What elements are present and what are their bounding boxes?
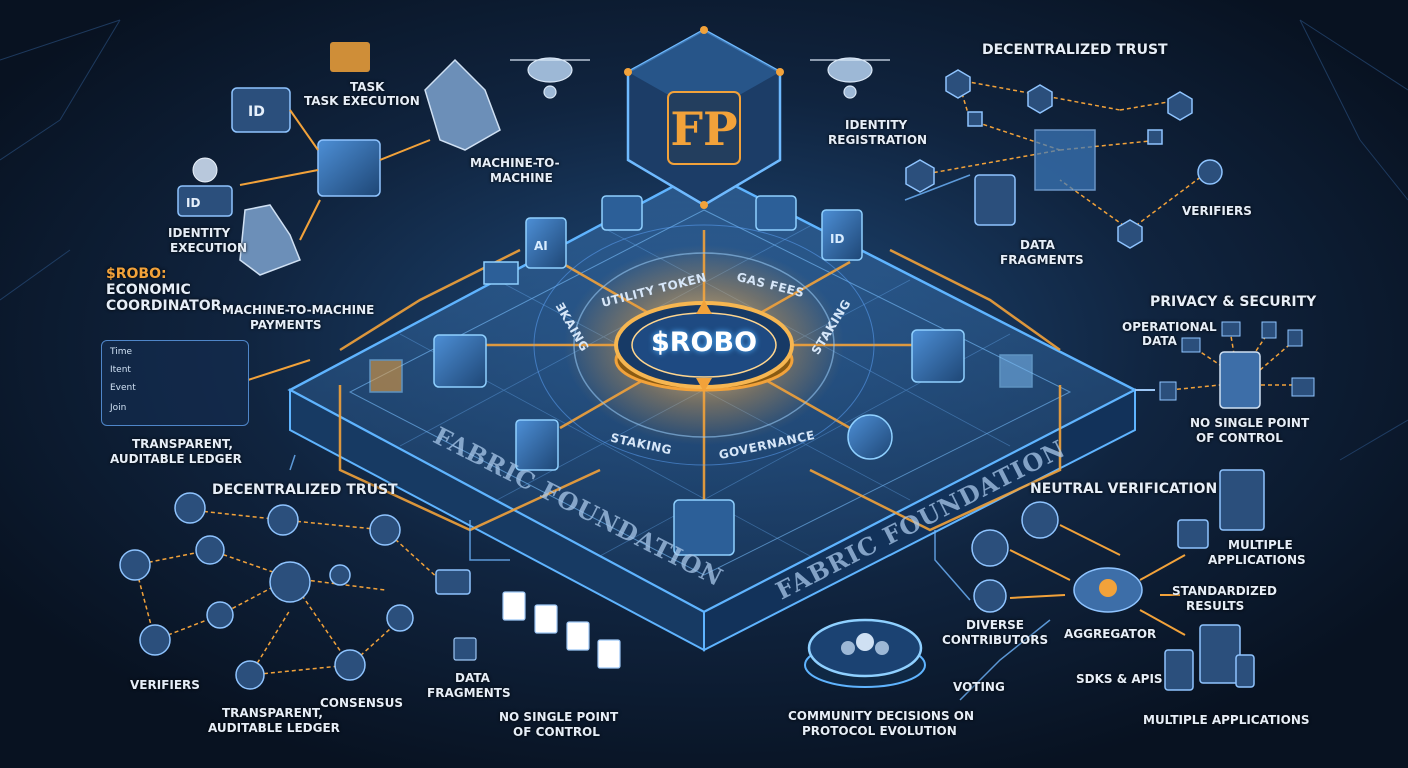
multiple-apps-line2: APPLICATIONS — [1208, 553, 1306, 567]
top-right-verifiers: VERIFIERS — [1182, 204, 1252, 218]
svg-text:AI: AI — [534, 239, 548, 253]
privacy-security-title: PRIVACY & SECURITY — [1150, 294, 1316, 311]
identity-registration-line2: REGISTRATION — [828, 133, 927, 147]
diverse-contributors-line2: CONTRIBUTORS — [942, 633, 1048, 647]
ledger-row-join: Join — [110, 403, 126, 413]
bottom-left-no-single-line2: OF CONTROL — [513, 725, 600, 739]
community-decisions-line1: COMMUNITY DECISIONS ON — [788, 709, 974, 723]
svg-text:ID: ID — [186, 196, 200, 210]
voting-label: VOTING — [953, 680, 1005, 694]
multiple-apps-line1: MULTIPLE — [1228, 538, 1293, 552]
top-right-data-line2: FRAGMENTS — [1000, 253, 1084, 267]
community-decisions-line2: PROTOCOL EVOLUTION — [802, 724, 957, 738]
ledger-row-time: Time — [110, 347, 132, 357]
bottom-left-data-line2: FRAGMENTS — [427, 686, 511, 700]
bottom-left-no-single-line1: NO SINGLE POINT — [499, 710, 618, 724]
ledger-row-event: Event — [110, 383, 136, 393]
top-right-data-line1: DATA — [1020, 238, 1055, 252]
svg-text:ID: ID — [830, 232, 844, 246]
diverse-contributors-line1: DIVERSE — [966, 618, 1024, 632]
m2m-payments-line2: PAYMENTS — [250, 318, 322, 332]
bottom-left-consensus: CONSENSUS — [320, 696, 403, 710]
svg-text:FP: FP — [670, 102, 737, 156]
ledger-caption-line2: AUDITABLE LEDGER — [110, 452, 242, 466]
operational-data-line2: DATA — [1142, 334, 1177, 348]
m2m-payments-line1: MACHINE-TO-MACHINE — [222, 303, 374, 317]
neutral-verification-title: NEUTRAL VERIFICATION — [1030, 481, 1217, 498]
standardized-results-line1: STANDARDIZED — [1172, 584, 1277, 598]
operational-data-line1: OPERATIONAL — [1122, 320, 1217, 334]
top-right-no-single-line1: NO SINGLE POINT — [1190, 416, 1309, 430]
bottom-left-ledger-line1: TRANSPARENT, — [222, 706, 323, 720]
identity-registration-line1: IDENTITY — [845, 118, 907, 132]
sdks-apis-label: SDKS & APIS — [1076, 672, 1163, 686]
bottom-left-title: DECENTRALIZED TRUST — [212, 482, 398, 499]
top-right-no-single-line2: OF CONTROL — [1196, 431, 1283, 445]
robo-coordinator-line2: ECONOMIC — [106, 282, 191, 299]
bottom-left-data-line1: DATA — [455, 671, 490, 685]
m2m-label-line2: MACHINE — [490, 171, 553, 185]
task-label-line1: TASK — [350, 80, 384, 94]
ledger-panel: Time Itent Event Join — [101, 340, 249, 426]
robo-coordinator-line1: $ROBO: — [106, 266, 167, 283]
aggregator-label: AGGREGATOR — [1064, 627, 1156, 641]
bottom-left-verifiers: VERIFIERS — [130, 678, 200, 692]
bottom-left-ledger-line2: AUDITABLE LEDGER — [208, 721, 340, 735]
voting-disc — [805, 620, 925, 687]
m2m-label-line1: MACHINE-TO- — [470, 156, 560, 170]
top-right-title: DECENTRALIZED TRUST — [982, 42, 1168, 59]
standardized-results-line2: RESULTS — [1186, 599, 1244, 613]
identity-exec-line1: IDENTITY — [168, 226, 230, 240]
ledger-caption-line1: TRANSPARENT, — [132, 437, 233, 451]
task-label-line2: TASK EXECUTION — [304, 94, 420, 108]
robo-token-label: $ROBO — [637, 327, 771, 358]
svg-text:ID: ID — [248, 104, 265, 120]
multiple-apps-bottom: MULTIPLE APPLICATIONS — [1143, 713, 1310, 727]
ledger-row-itent: Itent — [110, 365, 131, 375]
identity-exec-line2: EXECUTION — [170, 241, 247, 255]
robo-coordinator-line3: COORDINATOR — [106, 298, 221, 315]
